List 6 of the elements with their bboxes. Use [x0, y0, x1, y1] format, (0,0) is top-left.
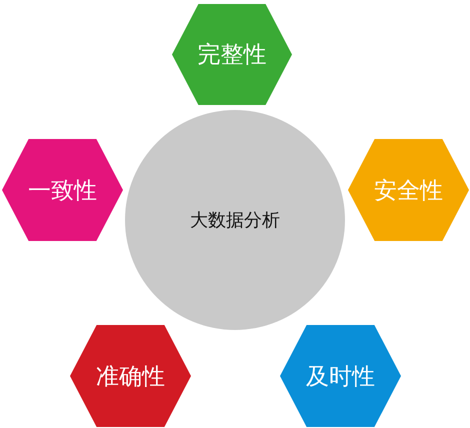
hexagon-badge: 完整性 [172, 4, 292, 105]
hexagon-badge: 安全性 [348, 139, 469, 241]
hexagon-badge: 一致性 [2, 139, 123, 241]
hexagon-badge: 准确性 [70, 325, 191, 427]
center-circle: 大数据分析 [125, 110, 345, 330]
hexagon-badge: 及时性 [280, 325, 401, 427]
